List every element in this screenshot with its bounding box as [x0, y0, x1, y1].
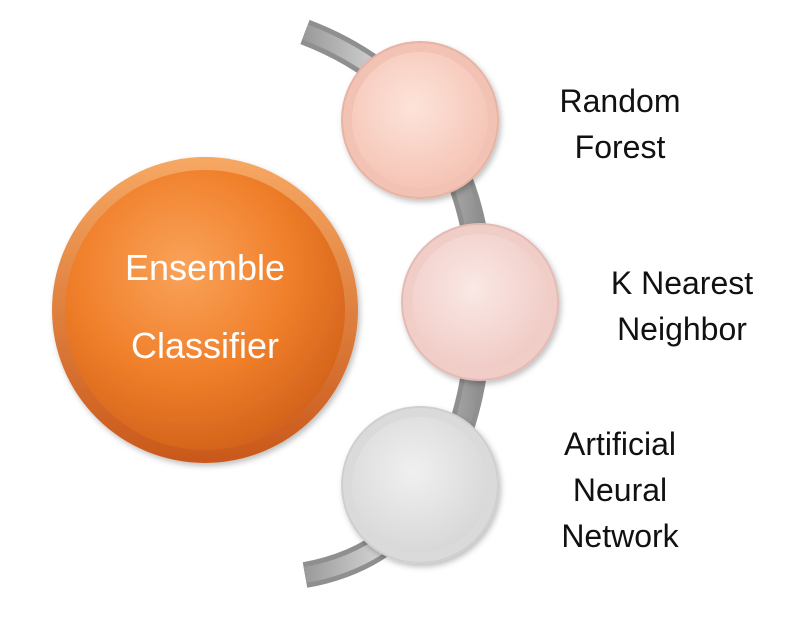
- label-k-nearest-neighbor-line1: K Nearest: [611, 265, 753, 301]
- label-random-forest-line1: Random: [560, 83, 681, 119]
- label-k-nearest-neighbor-line2: Neighbor: [617, 311, 747, 347]
- label-artificial-neural-network-line3: Network: [561, 518, 679, 554]
- center-label-line2: Classifier: [131, 325, 279, 366]
- node-artificial-neural-network: [341, 406, 499, 564]
- label-artificial-neural-network-line1: Artificial: [564, 426, 676, 462]
- center-node: [52, 157, 358, 463]
- node-k-nearest-neighbor: [401, 223, 559, 381]
- center-label-line1: Ensemble: [125, 247, 285, 288]
- node-random-forest: [341, 41, 499, 199]
- label-random-forest-line2: Forest: [575, 129, 666, 165]
- label-artificial-neural-network-line2: Neural: [573, 472, 667, 508]
